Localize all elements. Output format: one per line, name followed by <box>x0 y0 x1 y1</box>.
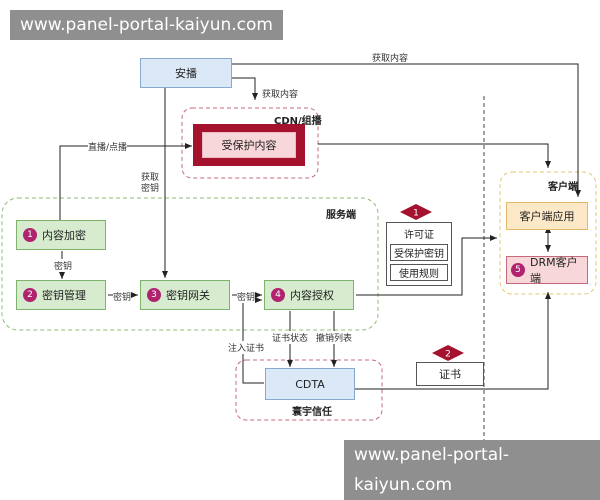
step-4-badge: 4 <box>271 288 285 302</box>
license-box: 许可证 受保护密钥 使用规则 <box>386 222 452 286</box>
anbo-node: 安播 <box>140 58 232 88</box>
cdn-group <box>181 107 319 179</box>
watermark-top: www.panel-portal-kaiyun.com <box>10 10 283 40</box>
drm-client-label: DRM客户端 <box>530 256 578 285</box>
diamond-marker-2 <box>432 345 464 361</box>
key-management-label: 密钥管理 <box>42 289 86 302</box>
step-5-badge: 5 <box>511 263 525 277</box>
step-1-badge: 1 <box>23 228 37 242</box>
key-gateway-node: 3 密钥网关 <box>140 280 230 310</box>
revoke-list-label: 撤销列表 <box>316 331 353 344</box>
key-gateway-label: 密钥网关 <box>166 289 210 302</box>
cert-status-label: 证书状态 <box>272 331 309 344</box>
live-vod-label: 直播/点播 <box>88 140 128 153</box>
diamond-marker-2-label: 2 <box>445 350 451 360</box>
arrow-cdta-to-drm <box>355 292 551 390</box>
fetch-content-cdn-label: 获取内容 <box>262 90 299 100</box>
step-2-badge: 2 <box>23 288 37 302</box>
arrow-encrypt-to-protected <box>59 143 192 220</box>
content-auth-node: 4 内容授权 <box>264 280 354 310</box>
client-group-label: 客户端 <box>548 182 578 193</box>
fetch-key-label-line2: 密钥 <box>141 184 160 194</box>
protected-content-node: 受保护内容 <box>193 124 305 166</box>
cdta-node: CDTA <box>265 368 355 400</box>
key-label-1: 密钥 <box>54 259 73 272</box>
content-encrypt-label: 内容加密 <box>42 229 86 242</box>
content-encrypt-node: 1 内容加密 <box>16 220 106 250</box>
diamond-marker-1 <box>400 204 432 220</box>
drm-client-node: 5 DRM客户端 <box>506 256 588 285</box>
step-3-badge: 3 <box>147 288 161 302</box>
server-group-label: 服务端 <box>326 210 356 221</box>
protected-content-inner: 受保护内容 <box>202 132 296 158</box>
key-management-node: 2 密钥管理 <box>16 280 106 310</box>
client-group <box>499 171 597 295</box>
fetch-key-label-line1: 获取 <box>141 173 160 183</box>
arrow-cdn-to-client <box>318 143 551 168</box>
watermark-bottom: www.panel-portal-kaiyun.com <box>344 440 600 500</box>
arrow-auth-to-client <box>356 235 497 296</box>
cdn-group-label: CDN/组播 <box>274 116 322 127</box>
arrow-anbo-to-client <box>218 63 581 197</box>
content-auth-label: 内容授权 <box>290 289 334 302</box>
diamond-marker-1-label: 1 <box>413 209 419 219</box>
key-label-3: 密钥 <box>237 290 256 303</box>
certificate-box: 证书 <box>416 362 484 386</box>
inject-cert-label: 注入证书 <box>228 341 265 354</box>
protected-key-box: 受保护密钥 <box>390 244 448 261</box>
huanyu-group-label: 寰宇信任 <box>292 407 332 418</box>
key-label-2: 密钥 <box>113 290 132 303</box>
license-label: 许可证 <box>404 230 434 241</box>
huanyu-group <box>235 359 383 421</box>
diagram-canvas: 1 2 <box>1 63 597 440</box>
client-app-node: 客户端应用 <box>506 202 588 230</box>
server-group <box>1 197 379 331</box>
usage-rule-box: 使用规则 <box>390 264 448 281</box>
fetch-content-top-label: 获取内容 <box>372 54 409 64</box>
